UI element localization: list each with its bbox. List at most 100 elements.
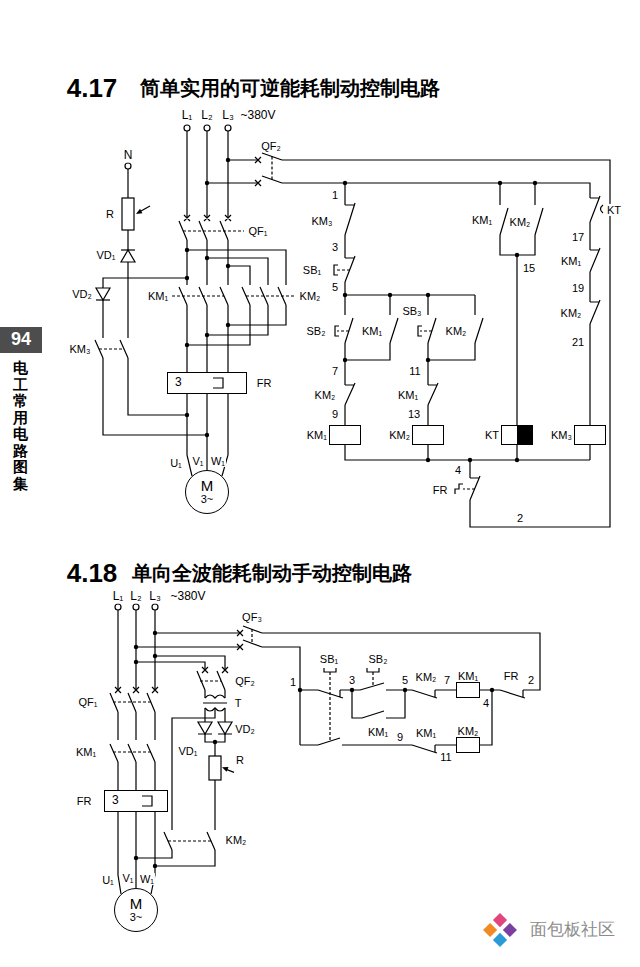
rectifier-symbol xyxy=(209,756,221,780)
wire-number: 9 xyxy=(396,731,404,743)
junction-dot xyxy=(185,248,189,252)
side-title: 电工常用电路图集 xyxy=(13,360,28,492)
part-label: VD₂ xyxy=(234,723,256,735)
rectifier-symbol xyxy=(136,209,142,214)
junction-dot xyxy=(533,181,537,185)
junction-dot xyxy=(515,458,519,462)
node-text: 3 xyxy=(175,376,182,389)
wire-number: 21 xyxy=(571,336,585,348)
part-label: L₁ xyxy=(112,590,125,603)
junction-dot xyxy=(343,181,347,185)
part-label: N xyxy=(123,149,134,162)
wire-number: 7 xyxy=(331,365,339,377)
coil-box: KM₁ xyxy=(456,682,480,698)
wire-number: 15 xyxy=(522,262,536,274)
coil-box: KM₂ xyxy=(456,737,480,753)
part-label: KM₂ xyxy=(509,216,532,228)
part-label: FR xyxy=(76,795,93,807)
wire-number: 3 xyxy=(348,674,356,686)
rectifier-symbol xyxy=(96,288,110,300)
node-text: KT xyxy=(485,429,499,441)
part-label: KM₁ xyxy=(560,255,582,267)
part-label: R xyxy=(105,208,115,220)
part-label: KM₂ xyxy=(560,307,583,319)
junction-dot xyxy=(490,688,494,692)
section-heading: 4.17 xyxy=(66,74,119,103)
part-label: U₁ xyxy=(101,874,115,886)
wire-number: 4 xyxy=(482,697,490,709)
section-heading: 4.18 xyxy=(66,559,119,588)
part-label: V₁ xyxy=(191,455,204,467)
part-label: QF₁ xyxy=(248,225,269,237)
node-text: 3~ xyxy=(201,493,214,505)
wire-number: 17 xyxy=(571,231,585,243)
rectifier-symbol xyxy=(122,198,134,230)
watermark-logo xyxy=(503,923,517,937)
watermark-logo xyxy=(493,913,507,927)
junction-dot xyxy=(343,293,347,297)
node-text: M xyxy=(130,896,143,911)
junction-dot xyxy=(134,645,138,649)
node-text: KM₂ xyxy=(458,725,479,737)
part-label: KM₁ xyxy=(361,325,383,337)
wire-connector xyxy=(206,394,207,470)
part-label: VD₁ xyxy=(96,249,117,261)
part-label: V₁ xyxy=(121,872,134,884)
part-label: KT xyxy=(606,204,622,216)
rectifier-symbol xyxy=(222,767,229,772)
junction-dot xyxy=(185,276,189,280)
part-label: L₃ xyxy=(221,109,235,122)
part-label: FR xyxy=(432,484,449,496)
wire-number: 5 xyxy=(401,674,409,686)
wire-number: 1 xyxy=(331,189,339,201)
wire-number: 5 xyxy=(331,281,339,293)
power-wiring xyxy=(118,610,240,894)
junction-dot xyxy=(226,158,230,162)
wire-number: 2 xyxy=(516,512,524,524)
wire-connector xyxy=(135,812,136,888)
mechanical-link xyxy=(99,157,475,490)
page-number-tab: 94 xyxy=(0,327,42,353)
part-label: KM₁ xyxy=(415,727,437,739)
wire-number: 11 xyxy=(439,751,452,763)
junction-dot xyxy=(134,158,537,868)
wire-number: 4 xyxy=(454,464,462,476)
node-text: KM₁ xyxy=(307,429,327,441)
switch-contact xyxy=(95,215,286,850)
switch-contact xyxy=(110,626,262,850)
part-label: SB₃ xyxy=(401,305,422,317)
junction-dot xyxy=(350,688,354,692)
part-label: QF₃ xyxy=(241,611,263,623)
rectifier-symbol xyxy=(198,722,212,734)
part-label: QF₂ xyxy=(234,675,256,687)
rectifier-symbol xyxy=(203,695,227,711)
part-label: L₂ xyxy=(200,109,213,122)
thermal-element xyxy=(142,378,463,806)
timer-coil-box: KT xyxy=(501,425,533,445)
junction-dot xyxy=(205,256,209,260)
node-text: KM₁ xyxy=(458,670,478,682)
terminal-circle xyxy=(125,163,131,169)
part-label: SB₂ xyxy=(306,325,327,337)
control-wiring xyxy=(207,160,610,527)
part-label: SB₁ xyxy=(319,653,339,665)
part-label: KM₂ xyxy=(415,671,438,683)
power-wiring xyxy=(103,131,286,894)
part-label: KM₁ xyxy=(471,214,493,226)
junction-dot xyxy=(153,864,157,868)
wire-number: 9 xyxy=(331,408,339,420)
thermal-relay-box: 3 xyxy=(167,372,247,394)
control-wiring xyxy=(207,160,610,745)
junction-dot xyxy=(468,458,472,462)
part-label: KM₁ xyxy=(147,290,169,302)
rectifier-symbol xyxy=(141,206,150,211)
junction-dot xyxy=(426,458,430,462)
junction-dot xyxy=(298,688,302,692)
rectifier-symbol xyxy=(227,770,234,773)
part-label: R xyxy=(235,754,245,766)
control-contact xyxy=(255,153,282,186)
wire-number: 19 xyxy=(571,282,585,294)
part-label: KM₃ xyxy=(69,343,92,355)
coil-box: KM₂ xyxy=(412,425,444,445)
terminal-circle xyxy=(184,125,190,131)
